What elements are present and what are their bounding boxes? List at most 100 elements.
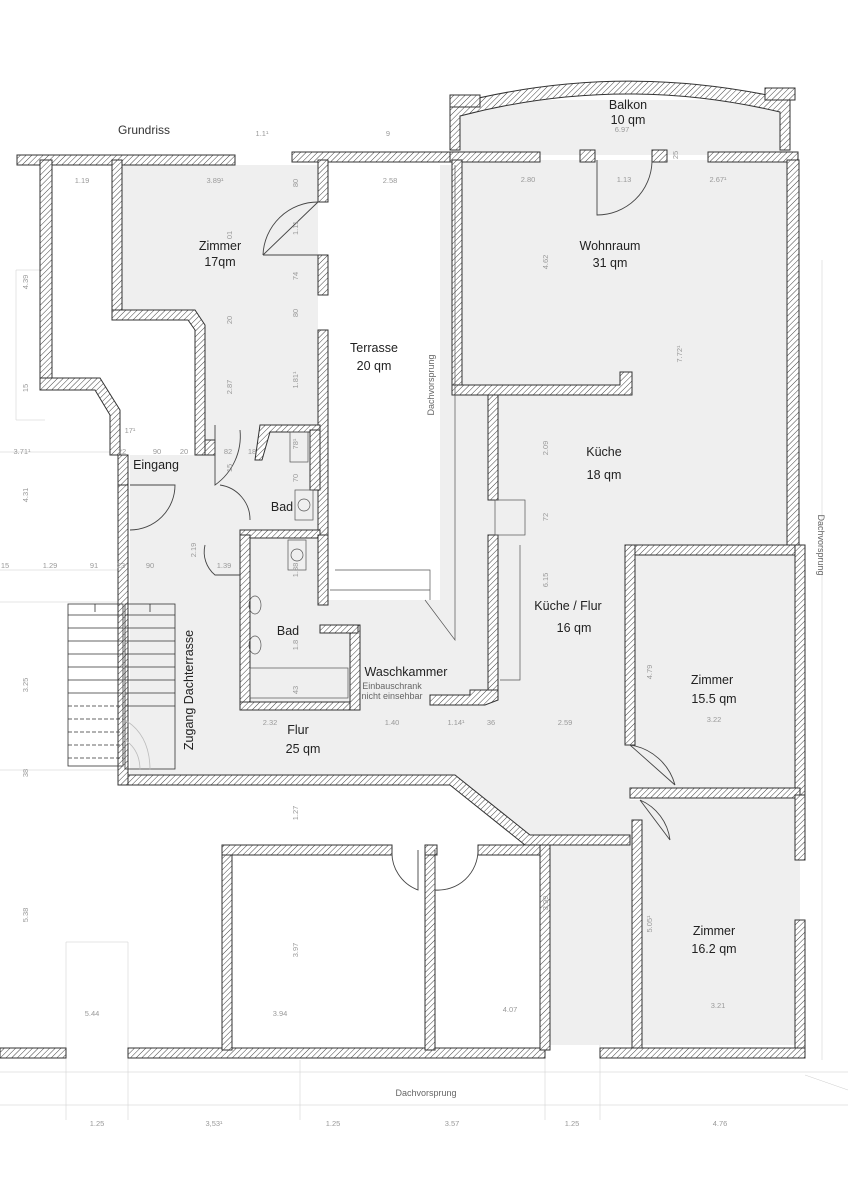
dim: 22 (118, 447, 126, 456)
dim: 1.25 (565, 1119, 580, 1128)
dim: 5.44 (85, 1009, 100, 1018)
dim: 1.14¹ (447, 718, 465, 727)
dim: 3.97 (291, 943, 300, 958)
room-balkon-area: 10 qm (611, 113, 646, 127)
room-zimmer-e-name: Zimmer (691, 673, 733, 687)
roof-label-bottom: Dachvorsprung (395, 1088, 456, 1098)
plan-title: Grundriss (118, 123, 170, 137)
room-terrasse-area: 20 qm (357, 359, 392, 373)
dim: 4.62 (541, 255, 550, 270)
room-eingang-name: Eingang (133, 458, 179, 472)
dim: 3.57 (445, 1119, 460, 1128)
dim: 20 (180, 447, 188, 456)
dim: 3.21 (711, 1001, 726, 1010)
room-labels: Balkon 10 qm Zimmer 17qm Terrasse 20 qm … (133, 98, 737, 956)
dim: 7.72¹ (675, 345, 684, 363)
dim: 1.81¹ (291, 371, 300, 389)
dim: 3.94 (273, 1009, 288, 1018)
dim: 9 (386, 129, 390, 138)
dim: 1.40 (385, 718, 400, 727)
dim: 38 (21, 769, 30, 777)
dim: 3.99 (541, 896, 550, 911)
room-kueche-flur-area: 16 qm (557, 621, 592, 635)
dim: 2.59 (558, 718, 573, 727)
dim: 1.1¹ (256, 129, 269, 138)
room-wohnraum-name: Wohnraum (580, 239, 641, 253)
dim: 90 (153, 447, 161, 456)
dim: 4.79 (645, 665, 654, 680)
staircase (67, 603, 176, 771)
room-balkon-name: Balkon (609, 98, 647, 112)
dim: 1.11 (291, 221, 300, 235)
dim: 1.25 (326, 1119, 341, 1128)
room-wohnraum-area: 31 qm (593, 256, 628, 270)
room-kueche-area: 18 qm (587, 468, 622, 482)
dim: 4.31 (21, 488, 30, 503)
fixtures (248, 165, 526, 699)
dim: 2.80 (521, 175, 536, 184)
dim: 2.67¹ (709, 175, 727, 184)
dim: 23 (117, 561, 125, 570)
dim: 82 (224, 447, 232, 456)
room-waschkammer-name: Waschkammer (365, 665, 448, 679)
dim: 15 (225, 464, 234, 472)
dim: 6.97 (615, 125, 630, 134)
dim: 3.71¹ (13, 447, 31, 456)
dim: 1.13 (617, 175, 632, 184)
dim: 1.29 (43, 561, 58, 570)
dimension-labels: 1.1¹ 9 1.19 3.89¹ 2.58 2.80 1.13 2.67¹ 6… (1, 125, 727, 1128)
room-zimmer-se-name: Zimmer (693, 924, 735, 938)
room-zimmer-se-area: 16.2 qm (691, 942, 736, 956)
dim: 17¹ (125, 426, 136, 435)
dim: 74 (291, 272, 300, 280)
dim: 18 (248, 447, 256, 456)
dim: 1.38 (291, 563, 300, 578)
dim: 6.15 (541, 573, 550, 588)
dim: 01 (225, 231, 234, 239)
dim: 36 (487, 718, 495, 727)
room-waschkammer-note2: nicht einsehbar (361, 691, 422, 701)
dim: 20 (225, 316, 234, 324)
dim: 5.05¹ (645, 915, 654, 933)
room-zimmer-nw-name: Zimmer (199, 239, 241, 253)
room-waschkammer-note1: Einbauschrank (362, 681, 422, 691)
room-bad-upper-name: Bad (271, 500, 293, 514)
room-zimmer-e-area: 15.5 qm (691, 692, 736, 706)
roof-label-middle: Dachvorsprung (426, 354, 436, 415)
dim: 90 (146, 561, 154, 570)
room-flur-name: Flur (287, 723, 309, 737)
room-zimmer-nw-area: 17qm (204, 255, 235, 269)
dim: 1.25 (90, 1119, 105, 1128)
dim: 4.76 (713, 1119, 728, 1128)
dim: 78¹ (291, 438, 300, 449)
roof-overhang-labels: Dachvorsprung Dachvorsprung Dachvorsprun… (395, 354, 826, 1098)
dim: 15 (1, 561, 9, 570)
dim: 70 (291, 474, 300, 482)
dim: 5.38 (21, 908, 30, 923)
dim: 1.19 (75, 176, 90, 185)
dim: 72 (541, 513, 550, 521)
room-kueche-name: Küche (586, 445, 621, 459)
dim: 80 (291, 309, 300, 317)
dim: 3.89¹ (206, 176, 224, 185)
dim: 15 (21, 384, 30, 392)
room-zugang-name: Zugang Dachterrasse (182, 630, 196, 750)
walls (0, 80, 806, 1059)
dim: 1.27 (291, 806, 300, 821)
dim: 2.32 (263, 718, 278, 727)
room-terrasse-name: Terrasse (350, 341, 398, 355)
dim: 2.87 (225, 380, 234, 395)
dim: 3.22 (707, 715, 722, 724)
roof-label-right: Dachvorsprung (816, 514, 826, 575)
dim: 1.39 (217, 561, 232, 570)
dim: 3.25 (21, 678, 30, 693)
floor-areas (122, 100, 800, 1045)
room-flur-area: 25 qm (286, 742, 321, 756)
dim: 25 (671, 151, 680, 159)
room-kueche-flur-name: Küche / Flur (534, 599, 601, 613)
dim: 2.09 (541, 441, 550, 456)
dimension-labels-vertical: 80 25 1.11 74 80 01 20 2.87 1.81¹ 4.62 7… (21, 151, 684, 957)
dim: 4.39 (21, 275, 30, 290)
doors (129, 160, 676, 891)
